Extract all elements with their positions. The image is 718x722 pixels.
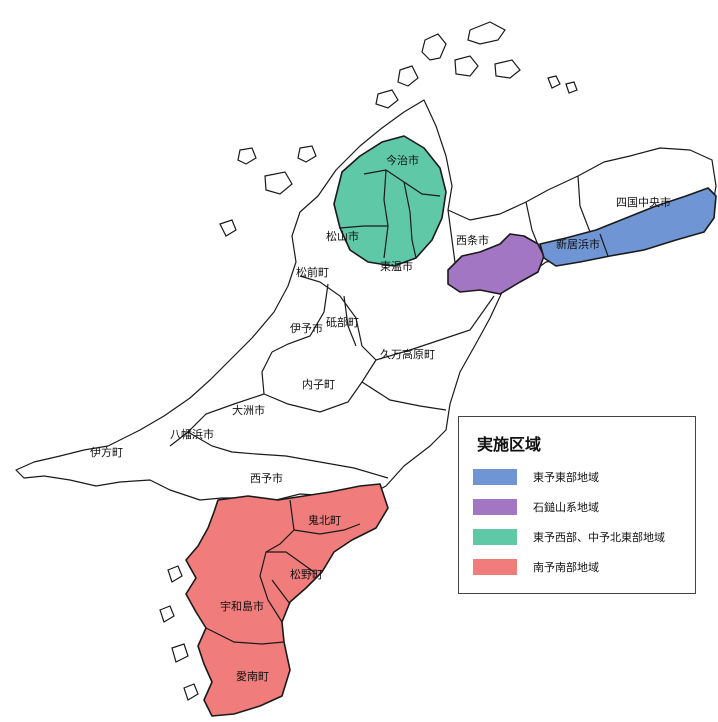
island-north-7: [264, 171, 293, 195]
mainland-base: [15, 99, 717, 501]
legend-title: 実施区域: [477, 435, 542, 454]
label-niihama: 新居浜市: [556, 237, 600, 251]
label-iyo: 伊予市: [290, 321, 323, 335]
legend: 実施区域 東予東部地域 石鎚山系地域 東予西部、中予北東部地域 南予南部地域: [458, 416, 696, 594]
island-south-1: [167, 565, 183, 583]
label-shikokuchuo: 四国中央市: [616, 195, 671, 209]
label-matsuno: 松野町: [290, 567, 323, 581]
label-masaki: 松前町: [296, 265, 329, 279]
legend-label-toyo-east: 東予東部地域: [533, 471, 599, 484]
island-north-3: [454, 55, 479, 77]
island-north-9: [297, 145, 317, 163]
region-toyo-west: [333, 135, 447, 267]
label-kihoku: 鬼北町: [308, 513, 341, 527]
label-imabari: 今治市: [386, 153, 419, 167]
label-matsuyama: 松山市: [326, 229, 359, 243]
island-north-6: [375, 89, 399, 109]
label-kumakogen: 久万高原町: [380, 347, 435, 361]
island-north-12: [219, 219, 237, 237]
island-north-5: [397, 65, 419, 87]
region-toyo-east-lines: [599, 233, 609, 257]
island-south-4: [183, 683, 199, 701]
label-seiyo: 西予市: [250, 471, 283, 485]
label-uwajima: 宇和島市: [220, 599, 264, 613]
island-north-1: [467, 21, 506, 45]
legend-item-toyo-east: 東予東部地域: [473, 467, 599, 487]
label-saijo: 西条市: [456, 233, 489, 247]
legend-label-nanyo-south: 南予南部地域: [533, 561, 599, 574]
region-toyo-west-lines: [339, 169, 441, 259]
legend-item-toyo-west: 東予西部、中予北東部地域: [473, 527, 665, 547]
region-nanyo-south-lines: [205, 499, 361, 645]
legend-swatch-nanyo-south: [473, 559, 517, 575]
island-north-10: [547, 75, 561, 89]
legend-label-ishizuchi: 石鎚山系地域: [533, 501, 599, 514]
label-ikata: 伊方町: [90, 445, 123, 459]
label-ozu: 大洲市: [232, 403, 265, 417]
island-north-2: [421, 33, 447, 61]
label-tobe: 砥部町: [326, 315, 359, 329]
island-south-3: [171, 643, 189, 663]
label-yawatahama: 八幡浜市: [170, 427, 214, 441]
boundary-lines: [169, 175, 701, 479]
island-north-11: [565, 81, 578, 94]
label-toon: 東温市: [380, 259, 413, 273]
label-uchiko: 内子町: [302, 377, 335, 391]
legend-item-nanyo-south: 南予南部地域: [473, 557, 599, 577]
legend-swatch-toyo-east: [473, 469, 517, 485]
legend-swatch-ishizuchi: [473, 499, 517, 515]
legend-swatch-toyo-west: [473, 529, 517, 545]
island-south-2: [159, 605, 175, 623]
legend-item-ishizuchi: 石鎚山系地域: [473, 497, 599, 517]
label-ainan: 愛南町: [236, 670, 269, 683]
island-north-8: [237, 147, 257, 165]
legend-label-toyo-west: 東予西部、中予北東部地域: [533, 531, 665, 544]
island-north-4: [494, 59, 521, 79]
region-toyo-east: [539, 187, 717, 267]
